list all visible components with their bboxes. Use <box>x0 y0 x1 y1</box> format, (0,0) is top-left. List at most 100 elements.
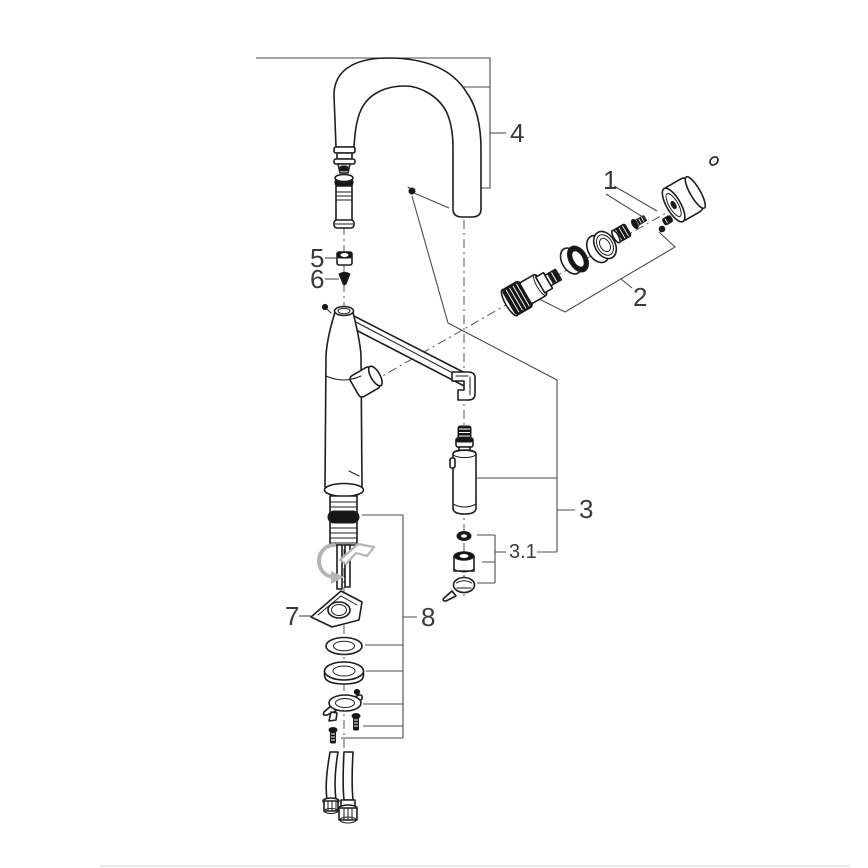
screw-right-threads <box>354 719 358 727</box>
lever-handle <box>661 156 719 223</box>
escutcheon-front <box>592 230 618 260</box>
screw-right-head <box>351 713 361 719</box>
mounting-tool-hint <box>338 542 376 566</box>
mounting-hardware <box>322 636 365 744</box>
swivel-arm-ridge <box>353 320 467 381</box>
shank-thread-lines <box>329 501 358 544</box>
lever-end-cap <box>709 156 719 166</box>
hose-right-tube <box>342 751 354 801</box>
cartridge-knurl-ribs <box>505 283 530 313</box>
callout-2-label: 2 <box>633 282 647 312</box>
shank-oring <box>327 510 360 524</box>
cartridge-boss <box>349 365 383 398</box>
hose-right-nut-ribs <box>343 807 353 821</box>
flange-screw <box>353 688 361 696</box>
rotation-arrow-hint <box>317 543 344 584</box>
escutcheon-hole <box>599 237 611 253</box>
handle-face-inner <box>665 193 682 217</box>
hose-right <box>338 751 358 824</box>
cartridge <box>500 268 563 317</box>
sprayhead-top-rim <box>452 450 477 458</box>
pin-band <box>664 218 668 224</box>
adapter-face <box>610 229 621 244</box>
callout-6-label: 6 <box>310 264 324 294</box>
callout-8-label: 8 <box>421 602 435 632</box>
spout-set-screw <box>407 186 450 209</box>
cartridge-stem-band1 <box>547 271 557 285</box>
aerator-group-3-1: 3.1 <box>442 531 557 602</box>
body-top-rim-inner <box>337 307 351 315</box>
spout-assembly <box>333 57 482 229</box>
grub-screw-head <box>321 303 329 311</box>
rotation-arrow-arc <box>317 543 336 579</box>
callout-6: 6 <box>310 264 339 294</box>
mounting-ring-hole <box>572 251 584 267</box>
mounting-ring <box>559 245 589 275</box>
escutcheon-step <box>595 234 615 256</box>
callout-8-bracket <box>341 514 417 739</box>
handle-assembly <box>500 156 719 317</box>
clip-tab <box>442 590 457 602</box>
washer-1-inner <box>333 640 355 652</box>
clamp-screw-right <box>351 713 361 731</box>
spout-holder-clip <box>451 371 476 401</box>
callout-1-label: 1 <box>603 165 617 195</box>
boss-face <box>367 365 383 387</box>
mousseur-inner <box>340 253 349 257</box>
hose-left-tube <box>325 751 339 801</box>
callout-3-leader <box>411 195 558 552</box>
hose-left <box>322 751 340 814</box>
callout-1-leader-b <box>605 193 647 220</box>
rotation-arrow-head <box>331 571 344 584</box>
washer-1 <box>325 636 363 656</box>
cartridge-stem-band2 <box>551 270 561 282</box>
mounting-flange <box>322 688 363 722</box>
spout-inlet-fittings <box>333 146 356 229</box>
screw-left-threads <box>331 733 335 741</box>
pin-body <box>662 215 673 226</box>
washer-1-outer <box>325 636 363 656</box>
stabilizer-hole-inner <box>331 604 347 616</box>
spray-toggle-button <box>449 457 456 469</box>
body-seam <box>325 375 362 381</box>
callout-4-label: 4 <box>510 118 524 148</box>
callout-3-label: 3 <box>579 494 593 524</box>
inlet-sleeve <box>336 152 353 160</box>
check-valve-part-6 <box>338 271 351 286</box>
stabilizer-part-7 <box>310 590 363 628</box>
hose-right-nut-bottom <box>339 816 357 824</box>
callout-2: 2 <box>536 231 676 313</box>
pin-ball <box>658 225 666 233</box>
set-screw-tip <box>407 186 413 191</box>
handle-pin <box>658 215 673 233</box>
flange-ring-inner <box>335 698 355 708</box>
callout-3-1: 3.1 <box>477 534 557 584</box>
body-shell <box>324 311 363 488</box>
hose-left-nut-bottom <box>323 808 339 814</box>
sprayhead-threads <box>459 428 470 437</box>
flange-tab <box>328 711 338 722</box>
adapter-nut <box>610 223 632 244</box>
aerator-cap-top-hole <box>459 554 469 558</box>
check-valve-cone <box>338 271 351 286</box>
handle-screw <box>630 215 647 230</box>
connector-grooves <box>335 191 353 201</box>
callout-7-label: 7 <box>285 601 299 631</box>
assembly-axes <box>343 150 693 752</box>
flange-ring <box>328 694 362 712</box>
grub-screw-tail <box>326 308 332 314</box>
washer-2-outer <box>323 661 365 681</box>
supply-hoses <box>322 751 358 824</box>
aerator-cap-bottom <box>453 568 475 573</box>
sprayhead-bottom-seam <box>452 503 477 508</box>
hose-left-nut <box>323 800 339 812</box>
callout-8: 8 <box>341 514 435 739</box>
spout-tube <box>333 57 482 218</box>
handle-hub <box>670 200 677 210</box>
clip-ring-inner <box>456 580 472 589</box>
screw-left-head <box>328 727 338 733</box>
hose-tail-right <box>344 544 351 588</box>
escutcheon-ring <box>585 230 618 264</box>
